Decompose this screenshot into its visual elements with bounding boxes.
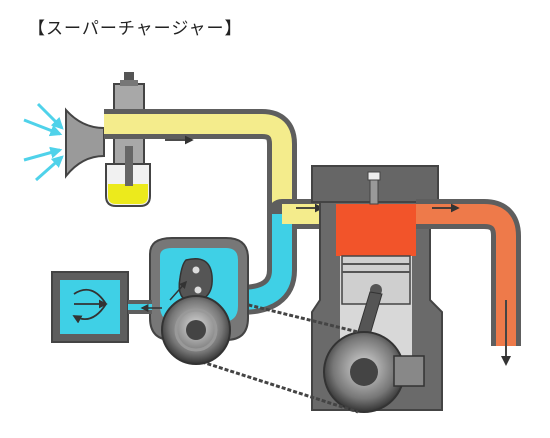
spark-plug-icon bbox=[367, 171, 381, 205]
flow-arrow-icon bbox=[169, 280, 187, 301]
intake-pipe bbox=[104, 109, 297, 226]
intake-horn bbox=[65, 107, 105, 179]
piston-icon bbox=[341, 255, 411, 363]
belt-pulley-icon bbox=[161, 295, 231, 365]
boost-pipe bbox=[239, 199, 332, 315]
air-intake-arrows-icon bbox=[23, 102, 64, 182]
exhaust-pipe bbox=[416, 199, 521, 366]
combustion-chamber bbox=[336, 204, 416, 256]
crankshaft-icon bbox=[323, 331, 425, 413]
inlet-chamber bbox=[51, 271, 162, 343]
diagram-title: 【スーパーチャージャー】 bbox=[28, 19, 243, 39]
